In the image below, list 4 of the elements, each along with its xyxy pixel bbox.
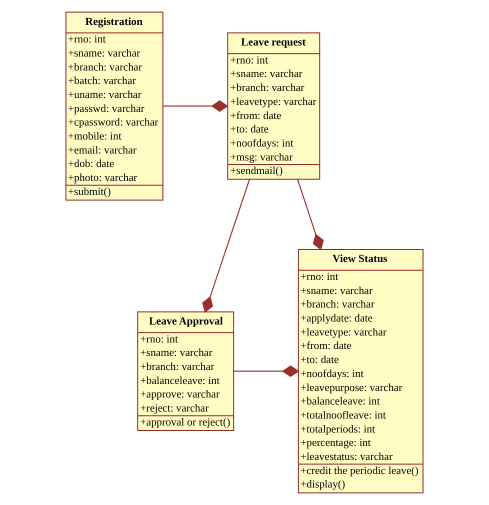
connector xyxy=(297,179,324,250)
connector xyxy=(202,179,250,313)
connector xyxy=(162,100,228,112)
connector xyxy=(234,365,300,377)
